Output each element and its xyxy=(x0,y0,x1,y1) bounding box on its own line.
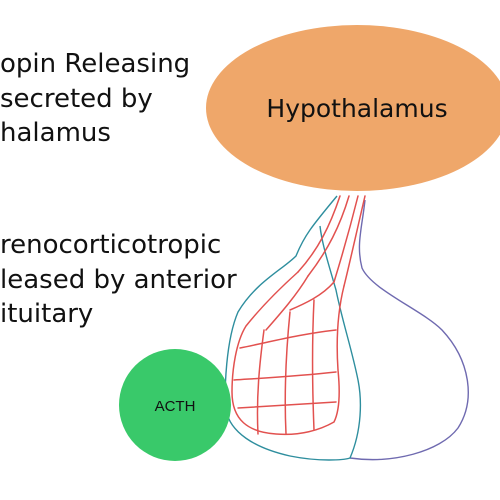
capillary-line xyxy=(311,299,315,431)
portal-vessels xyxy=(231,195,366,436)
acth-text-line-1: renocorticotropic xyxy=(0,230,221,260)
acth-hormone: ACTH xyxy=(119,349,231,461)
crh-text-line-3: halamus xyxy=(0,118,111,148)
acth-label: ACTH xyxy=(155,398,196,415)
capillary-network-outline xyxy=(231,271,345,436)
hypothalamus-label: Hypothalamus xyxy=(266,94,447,123)
portal-vessel xyxy=(307,195,350,277)
portal-vessel xyxy=(333,195,359,283)
acth-text-line-3: ituitary xyxy=(0,299,93,329)
hypothalamus-oval xyxy=(206,25,500,191)
capillary-line xyxy=(239,329,337,349)
anterior-pituitary-outline xyxy=(224,195,362,461)
capillary-line xyxy=(265,275,309,331)
crh-text-line-2: secreted by xyxy=(0,84,153,114)
crh-text-line-1: opin Releasing xyxy=(0,49,190,79)
acth-circle xyxy=(119,349,231,461)
portal-vessel xyxy=(343,195,366,287)
capillary-line xyxy=(233,371,337,381)
crh-text-block: opin Releasing secreted by halamus xyxy=(0,49,190,148)
capillary-line xyxy=(256,329,265,435)
capillary-line xyxy=(284,311,291,435)
capillary-line xyxy=(289,281,335,311)
capillary-line xyxy=(237,401,337,409)
posterior-pituitary-outline xyxy=(349,199,469,461)
hypothalamus: Hypothalamus xyxy=(206,25,500,191)
portal-vessel xyxy=(297,195,341,273)
acth-text-line-2: leased by anterior xyxy=(0,265,237,295)
acth-text-block: renocorticotropic leased by anterior itu… xyxy=(0,230,237,329)
